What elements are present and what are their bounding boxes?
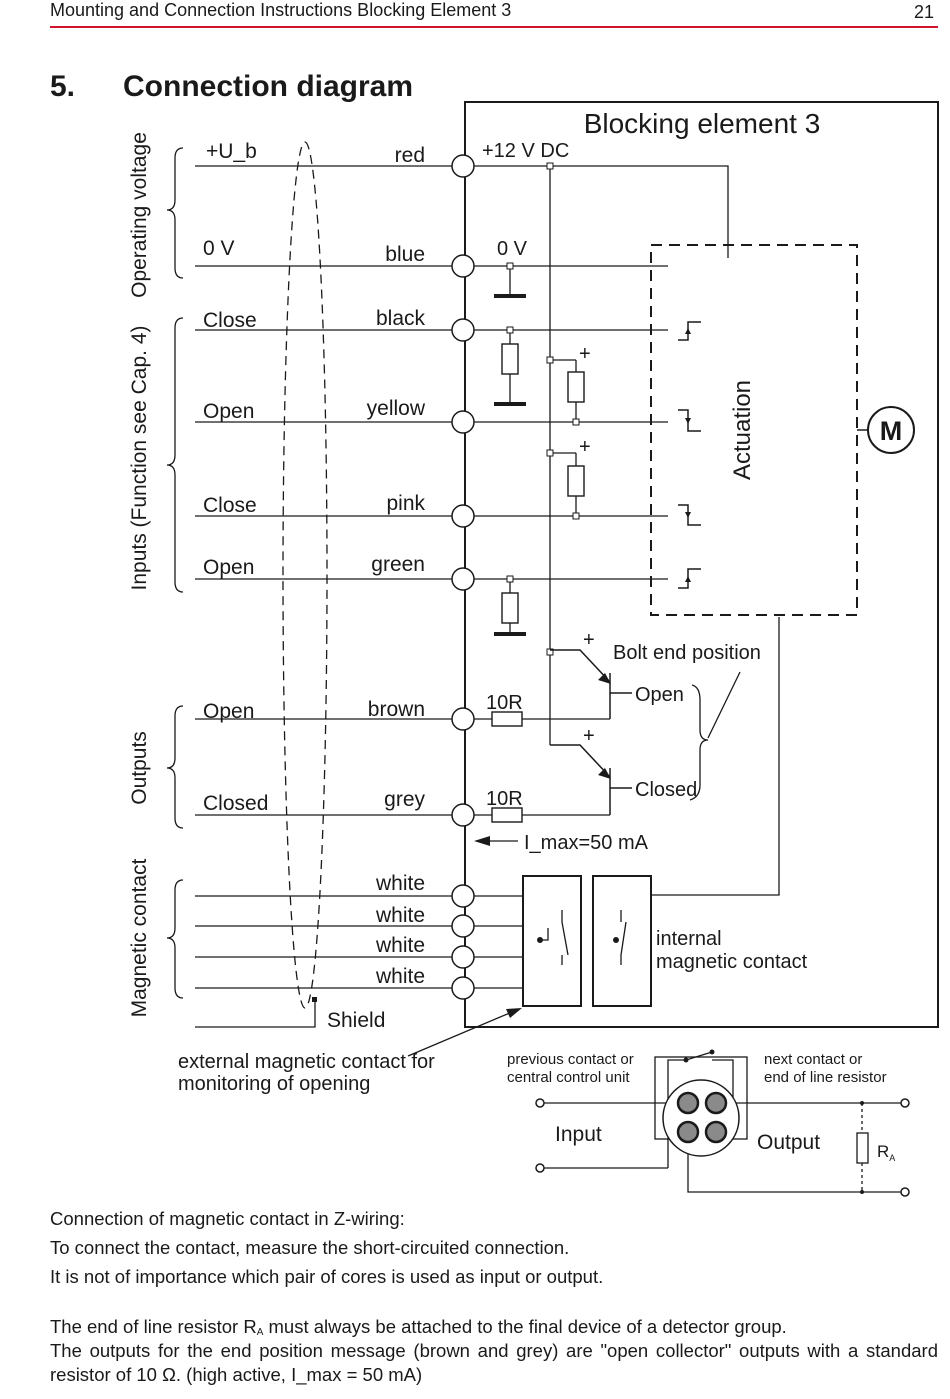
note-eol-sub: A xyxy=(256,1327,264,1338)
signal-label-out-closed: Closed xyxy=(203,792,268,815)
cable-shield xyxy=(282,141,328,1009)
terminal xyxy=(451,945,475,969)
connection-diagram: Blocking element 3 Operating voltage Inp… xyxy=(128,101,939,1197)
internal-contact-label: magnetic contact xyxy=(656,951,808,973)
device-box xyxy=(464,101,939,1028)
signal-label-open-2: Open xyxy=(203,556,254,579)
resistor-ra-label: RA xyxy=(877,1142,895,1163)
output-label: Output xyxy=(757,1131,820,1154)
section-title: Connection diagram xyxy=(123,70,414,103)
terminal xyxy=(451,254,475,278)
wire-color-white-2: white xyxy=(375,904,425,927)
internal-contact-box xyxy=(592,875,652,1007)
resistor-label-10r: 10R xyxy=(486,788,523,810)
transistor-closed-label: Closed xyxy=(635,779,697,801)
wire-color-grey: grey xyxy=(384,788,425,811)
next-contact-label: next contact or xyxy=(764,1051,862,1068)
resistor xyxy=(501,592,519,624)
resistor xyxy=(501,343,519,375)
header-rule xyxy=(50,26,938,28)
note-outputs: The outputs for the end position message… xyxy=(50,1340,938,1385)
brace-outputs xyxy=(166,705,184,829)
signal-label-open-1: Open xyxy=(203,400,254,423)
wire-color-blue: blue xyxy=(385,243,425,266)
terminal xyxy=(451,410,475,434)
resistor-ra-main: R xyxy=(877,1142,889,1161)
terminal xyxy=(451,567,475,591)
connector-icon xyxy=(662,1079,740,1157)
wire-color-black: black xyxy=(376,307,426,330)
resistor-10r-brown xyxy=(491,711,523,727)
signal-label-out-open: Open xyxy=(203,700,254,723)
external-contact-label: external magnetic contact for xyxy=(178,1051,435,1073)
plus-sign: + xyxy=(579,436,591,458)
section-number: 5. xyxy=(50,70,76,103)
imax-label: I_max=50 mA xyxy=(524,832,649,854)
brace-operating-voltage xyxy=(166,147,184,279)
note-end-of-line: The end of line resistor RA must always … xyxy=(50,1315,787,1345)
shield-drain-wire xyxy=(195,1000,316,1028)
motor-icon xyxy=(867,406,915,454)
ext-contact-box xyxy=(522,875,582,1007)
note-eol-part1: The end of line resistor R xyxy=(50,1316,257,1337)
previous-contact-label: central control unit xyxy=(507,1069,630,1086)
wire-color-brown: brown xyxy=(368,698,425,721)
resistor-ra-sub: A xyxy=(889,1153,895,1163)
resistor xyxy=(567,371,585,403)
previous-contact-label: previous contact or xyxy=(507,1051,634,1068)
group-label-inputs: Inputs (Function see Cap. 4) xyxy=(128,326,151,591)
signal-label-0v: 0 V xyxy=(203,237,235,260)
ground-label: 0 V xyxy=(497,238,528,260)
plus-sign: + xyxy=(579,343,591,365)
wire-color-white-1: white xyxy=(375,872,425,895)
wire-color-white-4: white xyxy=(375,965,425,988)
terminal xyxy=(451,707,475,731)
group-label-outputs: Outputs xyxy=(128,731,151,805)
external-contact-label: monitoring of opening xyxy=(178,1073,370,1095)
terminal xyxy=(451,504,475,528)
input-label: Input xyxy=(555,1123,602,1146)
device-title: Blocking element 3 xyxy=(584,108,821,139)
signal-label-ub: +U_b xyxy=(206,140,257,163)
terminal xyxy=(451,976,475,1000)
terminal xyxy=(451,154,475,178)
terminal xyxy=(451,884,475,908)
terminal xyxy=(451,914,475,938)
supply-label: +12 V DC xyxy=(482,140,569,162)
brace-inputs xyxy=(166,317,184,593)
plus-sign: + xyxy=(583,725,595,747)
note-zwiring-title: Connection of magnetic contact in Z-wiri… xyxy=(50,1208,405,1229)
resistor-10r-grey xyxy=(491,807,523,823)
signal-label-close-1: Close xyxy=(203,309,257,332)
end-of-line-resistor xyxy=(856,1132,869,1164)
transistor-open-label: Open xyxy=(635,684,684,706)
wire-color-red: red xyxy=(395,144,425,167)
group-label-operating-voltage: Operating voltage xyxy=(128,132,151,298)
bolt-end-position-label: Bolt end position xyxy=(613,642,761,664)
resistor-label-10r: 10R xyxy=(486,692,523,714)
wire-color-pink: pink xyxy=(386,492,425,515)
signal-label-close-2: Close xyxy=(203,494,257,517)
note-zwiring-pairs: It is not of importance which pair of co… xyxy=(50,1266,604,1287)
page-number: 21 xyxy=(913,2,934,22)
note-eol-part2: must always be attached to the final dev… xyxy=(263,1316,787,1337)
next-contact-label: end of line resistor xyxy=(764,1069,887,1086)
motor-label: M xyxy=(880,416,903,446)
plus-sign: + xyxy=(583,629,595,651)
resistor xyxy=(567,465,585,497)
wire-color-green: green xyxy=(371,553,425,576)
wire-color-yellow: yellow xyxy=(367,397,426,420)
document-header: Mounting and Connection Instructions Blo… xyxy=(50,0,512,20)
shield-label: Shield xyxy=(327,1009,385,1032)
group-label-magnetic-contact: Magnetic contact xyxy=(128,858,151,1017)
brace-magnetic-contact xyxy=(166,879,184,999)
terminal xyxy=(451,318,475,342)
note-zwiring-connect: To connect the contact, measure the shor… xyxy=(50,1237,570,1258)
internal-contact-label: internal xyxy=(656,928,722,950)
wire-color-white-3: white xyxy=(375,934,425,957)
terminal xyxy=(451,803,475,827)
actuation-label: Actuation xyxy=(729,380,756,480)
